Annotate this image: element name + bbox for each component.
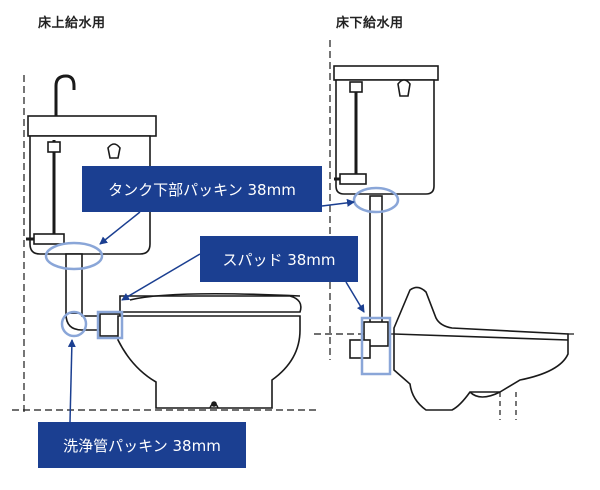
leader-flush: [67, 339, 76, 423]
tank-lid-right: [333, 65, 439, 81]
heading-underfloor-supply: 床下給水用: [336, 16, 404, 31]
callout-spud: スパッド 38mm: [200, 236, 358, 282]
tank-lid-left: [27, 115, 157, 137]
leader-spud-left: [121, 253, 201, 301]
flush-pipe-right: [369, 195, 383, 327]
highlight-flush-packing-left: [60, 310, 88, 338]
left-highlights: [44, 241, 124, 340]
supply-valve-left: [33, 233, 65, 245]
spud-left: [99, 313, 121, 337]
callout-flush-pipe-packing: 洗浄管パッキン 38mm: [38, 422, 246, 468]
right-toilet: [314, 40, 578, 420]
faucet: [54, 74, 76, 118]
highlight-tank-packing-left: [44, 241, 104, 271]
heading-floor-supply: 床上給水用: [38, 16, 106, 31]
bowl-left: [117, 315, 301, 409]
leader-spud-right: [345, 281, 365, 313]
leader-tank-right: [321, 198, 355, 207]
lever-left: [107, 143, 121, 159]
coupling-right: [349, 339, 371, 359]
supply-valve-right: [339, 173, 367, 185]
leader-tank-left: [99, 211, 141, 245]
highlight-spud-right: [360, 316, 392, 376]
leader-lines: [67, 198, 365, 423]
callout-tank-packing: タンク下部パッキン 38mm: [82, 166, 322, 212]
seat-left: [119, 295, 302, 313]
lever-right: [397, 79, 411, 97]
highlight-spud-left: [96, 310, 124, 340]
bowl-right: [393, 286, 569, 411]
float-left: [47, 141, 61, 153]
tank-body-right: [335, 79, 435, 195]
flush-pipe-left: [65, 253, 83, 315]
left-toilet: [12, 74, 318, 412]
